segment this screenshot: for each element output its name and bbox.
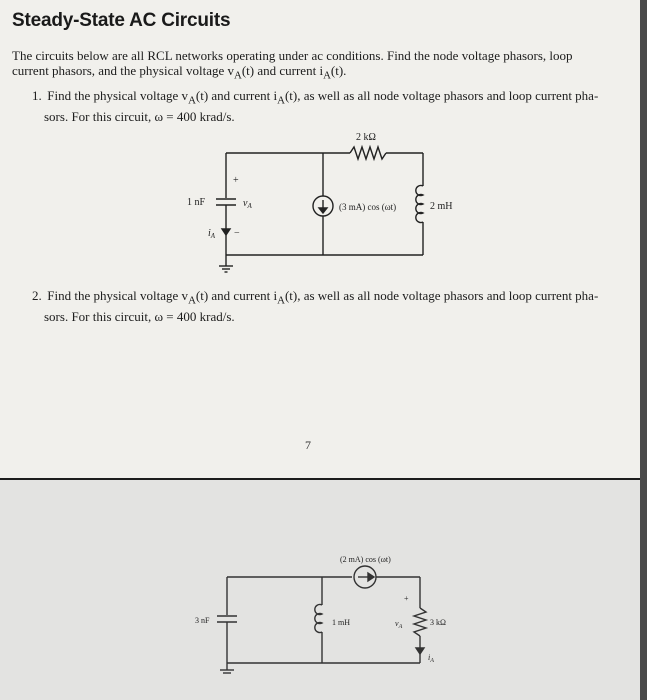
intro-sub-b: A <box>323 69 331 82</box>
problem-2-mid1: (t) and current i <box>195 288 278 303</box>
problem-2-sub2: A <box>277 294 285 307</box>
problem-1-sub1: A <box>188 94 196 107</box>
circuit-1-resistor-label: 2 kΩ <box>356 132 376 143</box>
circuit-1-minus: − <box>234 228 240 239</box>
circuit-1-diagram: 2 kΩ 1 nF + vA iA − (3 mA) cos (ωt) 2 mH <box>187 132 453 273</box>
circuit-2-voltage-label: vA <box>395 619 403 630</box>
problem-2-line2: sors. For this circuit, ω = 400 krad/s. <box>44 308 235 324</box>
circuit-2-source-label: (2 mA) cos (ωt) <box>340 555 391 564</box>
circuit-1-capacitor-label: 1 nF <box>187 197 206 208</box>
page-number: 7 <box>305 438 311 452</box>
circuit-1-plus: + <box>233 175 239 186</box>
problem-2-end1: (t), as well as all node voltage phasors… <box>284 288 599 303</box>
problem-1-line2: sors. For this circuit, ω = 400 krad/s. <box>44 108 235 124</box>
circuit-2-capacitor-label: 3 nF <box>195 616 210 625</box>
problem-1-line1: Find the physical voltage v <box>47 88 189 103</box>
problem-2-number: 2. <box>32 288 42 303</box>
intro-line2-mid: (t) and current i <box>241 63 324 78</box>
circuit-1-current-label: iA <box>208 228 216 240</box>
circuit-2-resistor-label: 3 kΩ <box>430 618 446 627</box>
circuit-2-current-label: iA <box>428 653 434 664</box>
circuit-1-inductor-label: 2 mH <box>430 201 453 212</box>
intro-line1: The circuits below are all RCL networks … <box>12 48 573 63</box>
page-edge <box>640 0 647 700</box>
circuit-2-diagram: (2 mA) cos (ωt) 3 nF 1 mH + vA 3 kΩ iA <box>195 555 446 674</box>
intro-text: The circuits below are all RCL networks … <box>12 48 612 84</box>
problem-1: 1. Find the physical voltage vA(t) and c… <box>32 88 622 124</box>
circuit-1-voltage-label: vA <box>243 198 252 210</box>
intro-line2: current phasors, and the physical voltag… <box>12 63 235 78</box>
problem-1-end1: (t), as well as all node voltage phasors… <box>284 88 599 103</box>
problem-1-mid1: (t) and current i <box>195 88 278 103</box>
problem-2-sub1: A <box>188 294 196 307</box>
page-bottom: (2 mA) cos (ωt) 3 nF 1 mH + vA 3 kΩ iA <box>0 480 640 700</box>
circuit-2-plus: + <box>404 594 409 603</box>
intro-sub-a: A <box>234 69 242 82</box>
problem-1-sub2: A <box>277 94 285 107</box>
problem-1-number: 1. <box>32 88 42 103</box>
problem-2: 2. Find the physical voltage vA(t) and c… <box>32 288 622 324</box>
circuit-2-inductor-label: 1 mH <box>332 618 350 627</box>
page-top: Steady-State AC Circuits The circuits be… <box>0 0 640 478</box>
intro-line2-end: (t). <box>330 63 347 78</box>
page-title: Steady-State AC Circuits <box>12 10 231 31</box>
problem-2-line1: Find the physical voltage v <box>47 288 189 303</box>
circuit-1-source-label: (3 mA) cos (ωt) <box>339 202 396 212</box>
